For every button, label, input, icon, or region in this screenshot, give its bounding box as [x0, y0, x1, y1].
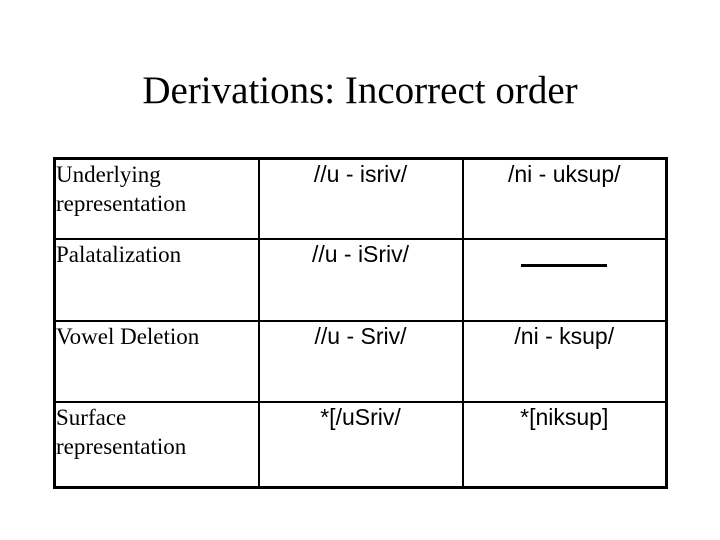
table-cell-stage: Palatalization: [53, 238, 260, 322]
table-cell-form-a: //u - iSriv/: [257, 238, 464, 322]
derivation-table: Underlying representation //u - isriv/ /…: [53, 157, 668, 489]
table-cell-stage: Underlying representation: [53, 157, 260, 240]
table-cell-stage: Vowel Deletion: [53, 320, 260, 403]
table-cell-form-a: *[/uSriv/: [257, 401, 464, 489]
table-row: Vowel Deletion //u - Sriv/ /ni - ksup/: [53, 320, 668, 403]
table-row: Surface representation *[/uSriv/ *[niksu…: [53, 401, 668, 489]
page-title: Derivations: Incorrect order: [142, 69, 578, 112]
table-cell-form-a: //u - isriv/: [257, 157, 464, 240]
table-cell-stage: Surface representation: [53, 401, 260, 489]
blank-underline: [521, 263, 608, 267]
table-cell-form-a: //u - Sriv/: [257, 320, 464, 403]
table-row: Underlying representation //u - isriv/ /…: [53, 157, 668, 240]
table-cell-form-b: /ni - uksup/: [461, 157, 668, 240]
table-cell-form-b: *[niksup]: [461, 401, 668, 489]
table-cell-form-b: [461, 238, 668, 322]
table-row: Palatalization //u - iSriv/: [53, 238, 668, 322]
table-cell-form-b: /ni - ksup/: [461, 320, 668, 403]
